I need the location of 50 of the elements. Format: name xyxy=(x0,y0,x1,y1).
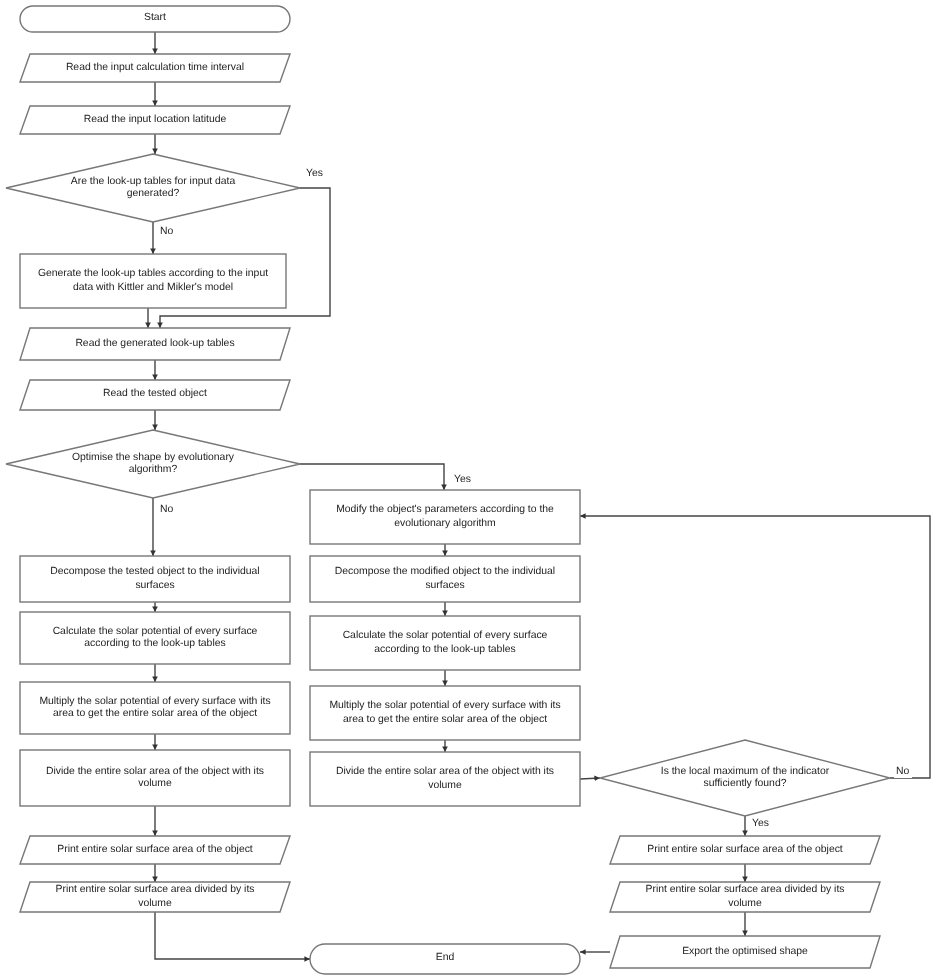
input-output-parallelogram xyxy=(20,328,290,360)
arrow xyxy=(152,81,158,107)
arrow xyxy=(152,805,158,837)
process-box xyxy=(20,254,286,308)
arrow xyxy=(442,669,448,687)
arrow xyxy=(742,815,748,837)
process-box xyxy=(310,490,580,544)
arrow xyxy=(152,133,158,155)
arrow xyxy=(742,863,748,883)
arrow xyxy=(152,409,158,431)
process-box xyxy=(20,556,290,602)
input-output-parallelogram xyxy=(20,882,290,912)
input-output-parallelogram xyxy=(20,106,290,134)
arrow xyxy=(150,221,156,255)
arrow xyxy=(152,663,158,683)
decision-diamond xyxy=(6,430,300,498)
arrow xyxy=(145,307,151,329)
arrow xyxy=(742,911,748,937)
input-output-parallelogram xyxy=(610,936,880,968)
process-box xyxy=(20,750,290,806)
arrow xyxy=(152,733,158,751)
decision-diamond xyxy=(600,740,890,816)
arrow xyxy=(152,601,158,613)
arrow xyxy=(442,739,448,753)
terminator-shape xyxy=(310,944,580,974)
arrow xyxy=(157,187,331,329)
arrow xyxy=(150,497,156,557)
arrow xyxy=(579,513,931,779)
arrow xyxy=(579,949,611,955)
terminator-shape xyxy=(20,6,290,32)
arrow xyxy=(152,31,158,55)
process-box xyxy=(310,686,580,740)
process-box xyxy=(310,752,580,806)
arrow xyxy=(579,775,601,782)
input-output-parallelogram xyxy=(20,54,290,82)
arrow xyxy=(152,359,158,381)
process-box xyxy=(20,682,290,734)
process-box xyxy=(310,556,580,602)
arrow xyxy=(299,463,447,491)
input-output-parallelogram xyxy=(20,380,290,410)
process-box xyxy=(310,616,580,670)
arrow xyxy=(152,863,158,883)
input-output-parallelogram xyxy=(610,836,880,864)
arrow xyxy=(442,601,448,617)
arrow xyxy=(442,543,448,557)
decision-diamond xyxy=(6,154,300,222)
process-box xyxy=(20,612,290,664)
input-output-parallelogram xyxy=(610,882,880,912)
arrow xyxy=(154,911,311,962)
input-output-parallelogram xyxy=(20,836,290,864)
